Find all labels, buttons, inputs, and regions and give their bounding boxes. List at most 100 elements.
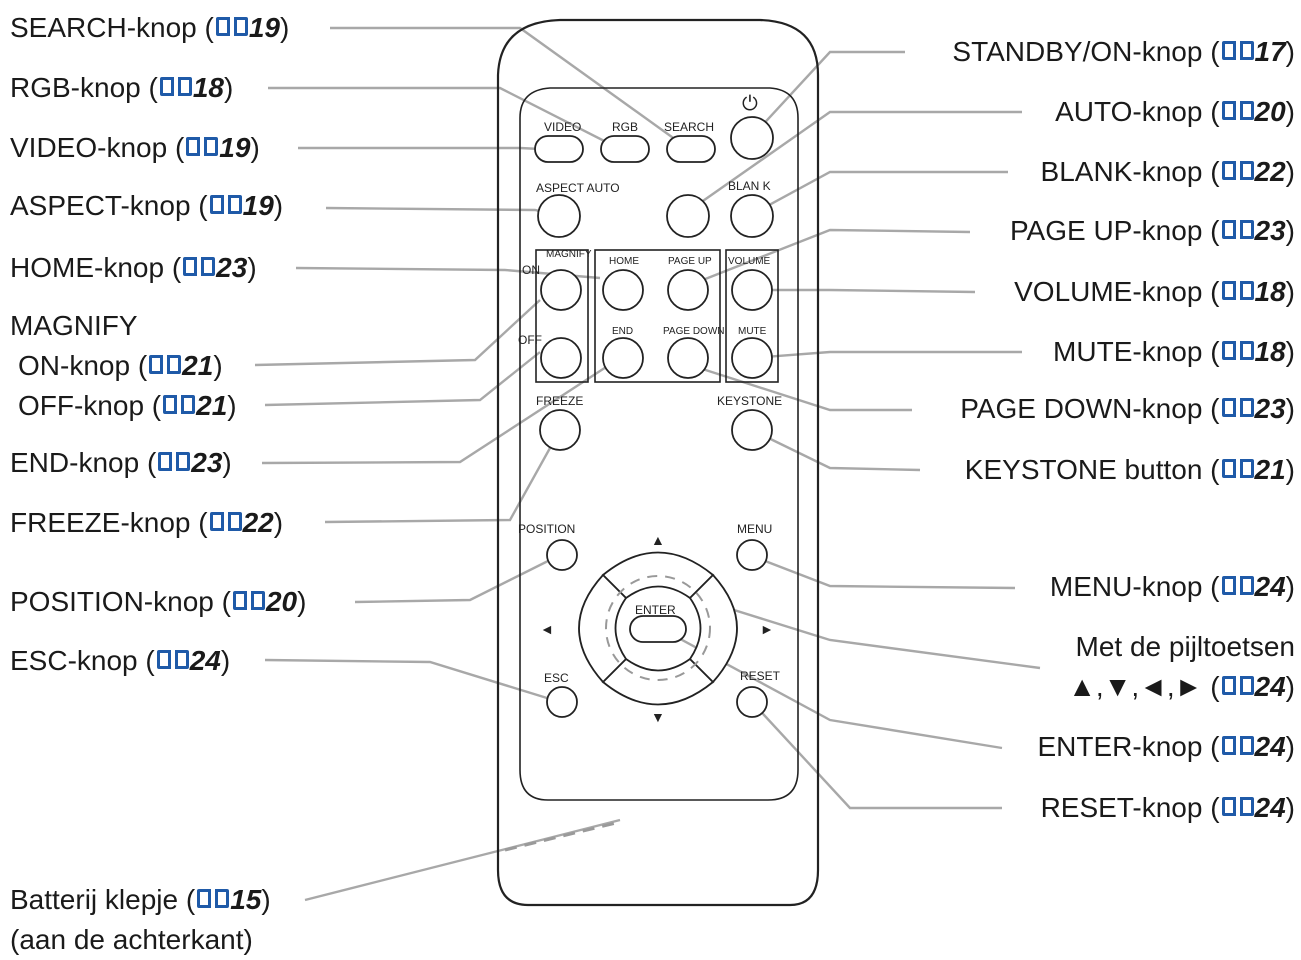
label-home: HOME-knop (23) (10, 252, 257, 283)
book-icon (1221, 161, 1254, 183)
esc-btn[interactable] (546, 686, 578, 718)
video-btn[interactable] (534, 135, 584, 163)
book-icon (1221, 797, 1254, 819)
svg-text:ON: ON (522, 263, 540, 277)
home-btn[interactable] (602, 269, 644, 311)
end-btn[interactable] (602, 337, 644, 379)
label-position: POSITION-knop (20) (10, 586, 307, 617)
book-icon (183, 257, 216, 279)
label-battery: Batterij klepje (15) (10, 884, 271, 915)
label-freeze: FREEZE-knop (22) (10, 507, 284, 538)
svg-text:ESC: ESC (544, 671, 569, 685)
leader-menu (751, 554, 1016, 590)
book-icon (158, 452, 191, 474)
leader-auto (689, 110, 1022, 211)
book-icon (163, 395, 196, 417)
svg-text:PAGE UP: PAGE UP (668, 256, 712, 267)
book-icon (215, 17, 248, 39)
leader-standby (757, 50, 905, 131)
leader-reset (751, 701, 1002, 810)
label-esc: ESC-knop (24) (10, 645, 231, 676)
freeze-btn[interactable] (539, 409, 581, 451)
svg-text:▲: ▲ (651, 532, 665, 548)
svg-text:RGB: RGB (612, 120, 638, 134)
remote-buttons (534, 116, 774, 718)
menu-btn[interactable] (736, 539, 768, 571)
leader-freeze (324, 429, 562, 524)
book-icon (1221, 576, 1254, 598)
book-icon (1221, 101, 1254, 123)
leader-mute (751, 350, 1022, 360)
book-icon (1221, 41, 1254, 63)
dpad-right[interactable] (688, 573, 738, 684)
search-btn[interactable] (666, 135, 716, 163)
label-pagedown: PAGE DOWN-knop (23) (960, 393, 1295, 424)
leader-volume (752, 288, 976, 294)
svg-text:END: END (612, 326, 633, 337)
blank-btn[interactable] (730, 194, 774, 238)
remote-body (496, 18, 820, 907)
aspect-btn[interactable] (537, 194, 581, 238)
leader-keystone (751, 428, 921, 472)
book-icon (156, 650, 189, 672)
leader-pagedown (689, 363, 912, 412)
label-end: END-knop (23) (10, 447, 232, 478)
svg-text:POSITION: POSITION (518, 522, 575, 536)
label-arrows-title: Met de pijltoetsen (1075, 631, 1295, 662)
svg-text:⏻: ⏻ (742, 93, 758, 115)
dpad-dashed-ring (605, 575, 711, 681)
magnify-on-btn[interactable] (540, 269, 582, 311)
mute-btn[interactable] (731, 337, 773, 379)
book-icon (197, 889, 230, 911)
svg-text:►: ► (760, 621, 774, 637)
keystone-btn[interactable] (731, 409, 773, 451)
label-standby: STANDBY/ON-knop (17) (952, 36, 1295, 67)
magnify-off-btn[interactable] (540, 337, 582, 379)
book-icon (1221, 398, 1254, 420)
svg-text:VOLUME: VOLUME (728, 256, 771, 267)
dpad-left[interactable] (578, 573, 628, 684)
label-blank: BLANK-knop (22) (1040, 156, 1295, 187)
power-btn[interactable] (730, 116, 774, 160)
book-icon (232, 591, 265, 613)
book-icon (1221, 220, 1254, 242)
label-battery-note: (aan de achterkant) (10, 924, 253, 955)
svg-text:OFF: OFF (518, 333, 542, 347)
position-btn[interactable] (546, 539, 578, 571)
label-search: SEARCH-knop (19) (10, 12, 290, 43)
label-arrows: ▲,▼,◄,► (24) (1068, 671, 1295, 702)
volume-btn[interactable] (731, 269, 773, 311)
label-auto: AUTO-knop (20) (1055, 96, 1295, 127)
leader-lines (254, 26, 1041, 902)
svg-text:MAGNIFY: MAGNIFY (546, 249, 592, 260)
svg-text:PAGE DOWN: PAGE DOWN (663, 326, 724, 337)
label-enter: ENTER-knop (24) (1037, 731, 1295, 762)
book-icon (1221, 281, 1254, 303)
label-rgb: RGB-knop (18) (10, 72, 234, 103)
book-icon (209, 512, 242, 534)
reset-btn[interactable] (736, 686, 768, 718)
leader-rgb (268, 86, 623, 152)
svg-text:BLAN K: BLAN K (728, 179, 771, 193)
leader-end (261, 356, 621, 465)
label-magnify-title: MAGNIFY (10, 310, 138, 341)
enter-btn[interactable] (629, 615, 687, 643)
label-menu: MENU-knop (24) (1049, 571, 1295, 602)
label-video: VIDEO-knop (19) (10, 132, 260, 163)
label-volume: VOLUME-knop (18) (1014, 276, 1295, 307)
svg-text:MENU: MENU (737, 522, 772, 536)
leader-arrows (717, 603, 1041, 670)
pageup-btn[interactable] (667, 269, 709, 311)
svg-text:▼: ▼ (651, 709, 665, 725)
auto-btn[interactable] (666, 194, 710, 238)
svg-text:VIDEO: VIDEO (544, 120, 581, 134)
svg-text:RESET: RESET (740, 669, 781, 683)
leader-position (354, 553, 561, 604)
label-keystone: KEYSTONE button (21) (964, 454, 1295, 485)
book-icon (209, 195, 242, 217)
rgb-btn[interactable] (600, 135, 650, 163)
pagedown-btn[interactable] (667, 337, 709, 379)
leader-esc (264, 658, 561, 704)
book-icon (149, 355, 182, 377)
